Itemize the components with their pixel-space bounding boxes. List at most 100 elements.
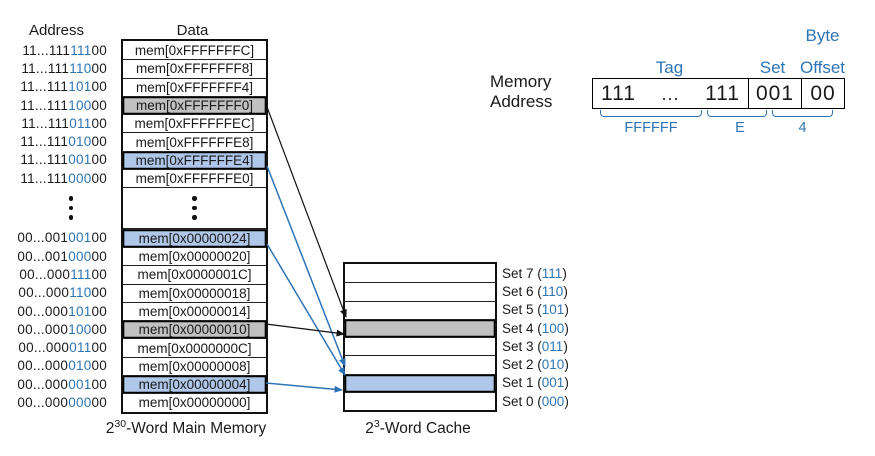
caption-base: 2 [105, 420, 115, 438]
set-label: Set 0 (000) [502, 392, 569, 410]
address-tag-bits: 00...000 [17, 321, 69, 337]
address-set-bits: 010 [68, 134, 92, 150]
tag-ellipsis: ... [661, 84, 680, 104]
ellipsis-dot [192, 215, 197, 220]
address-offset-bits: 00 [91, 170, 107, 186]
tag-bits-right: 111 [705, 81, 740, 105]
hex-label-offset: 4 [798, 120, 807, 136]
set-label-bits: 010 [541, 357, 565, 373]
set-label: Set 1 (001) [502, 374, 569, 392]
cache-set-row [345, 264, 495, 282]
ellipsis-dot [68, 215, 73, 220]
set-label-paren: ) [564, 357, 569, 373]
address-tag-bits: 00...001 [17, 230, 69, 246]
tag-field-label: Tag [655, 58, 684, 77]
address-offset-bits: 00 [91, 134, 107, 150]
address-tag-bits: 00...000 [17, 376, 69, 392]
memory-data-cell: mem[0x00000008] [123, 356, 266, 375]
mapping-arrow [266, 106, 347, 318]
caption-exponent: 30 [114, 418, 127, 430]
address-set-bits: 000 [68, 170, 92, 186]
ellipsis-dot [192, 196, 197, 201]
memory-data-cell: mem[0x0000001C] [123, 265, 266, 283]
memory-data-cell: mem[0xFFFFFFE4] [123, 150, 266, 170]
set-field-cell: 001 [748, 79, 801, 108]
memory-data-cell: mem[0x00000020] [123, 246, 266, 265]
address-offset-bits: 00 [91, 303, 107, 319]
address-tag-bits: 00...000 [17, 394, 69, 410]
memory-data-cell: mem[0xFFFFFFEC] [123, 114, 266, 132]
address-tag-bits: 11...111 [21, 60, 70, 76]
ellipsis-dot [68, 196, 73, 201]
hex-label-tag: FFFFFF [624, 120, 678, 136]
address-column-header: Address [28, 22, 85, 39]
ellipsis-dot [68, 205, 73, 211]
address-set-bits: 001 [68, 230, 92, 246]
set-label-name: Set 6 ( [502, 283, 542, 299]
set-label-name: Set 1 ( [502, 375, 542, 391]
address-tag-bits: 00...000 [18, 285, 70, 301]
cache-set-row [345, 337, 495, 355]
address-tag-bits: 11...111 [20, 170, 69, 186]
data-column-header: Data [176, 22, 209, 39]
set-label-paren: ) [564, 375, 569, 391]
address-offset-bits: 00 [91, 340, 107, 356]
mapping-arrow [266, 243, 346, 376]
address-tag-bits: 00...000 [17, 358, 69, 374]
set-label-paren: ) [562, 265, 567, 281]
address-tag-bits: 11...111 [20, 97, 69, 113]
address-set-bits: 111 [70, 42, 92, 58]
offset-hex-brace [772, 110, 833, 117]
set-label: Set 2 (010) [502, 355, 569, 373]
memory-address-field-box: 111 ... 111 001 00 [592, 78, 845, 109]
set-label-bits: 100 [541, 320, 565, 336]
address-set-bits: 000 [68, 394, 92, 410]
address-offset-bits: 00 [91, 266, 107, 282]
offset-bits: 00 [810, 81, 836, 105]
cache-set-row [345, 318, 495, 338]
address-offset-bits: 00 [91, 60, 107, 76]
set-label-name: Set 3 ( [502, 338, 542, 354]
caption-base: 2 [365, 420, 374, 438]
memory-data-cell: mem[0xFFFFFFFC] [134, 42, 255, 58]
address-set-bits: 110 [69, 285, 92, 301]
set-label-name: Set 7 ( [502, 265, 542, 281]
set-label: Set 3 (011) [502, 337, 569, 355]
cache-caption: 23-Word Cache [343, 418, 493, 438]
memory-data-cell: mem[0x00000014] [123, 301, 266, 320]
memory-address-label-line2: Address [490, 92, 553, 111]
address-set-bits: 011 [69, 115, 92, 131]
address-tag-bits: 11...111 [22, 42, 71, 58]
set-field-label: Set [759, 58, 786, 77]
address-offset-bits: 00 [91, 79, 107, 95]
address-set-bits: 110 [69, 60, 92, 76]
set-label: Set 4 (100) [502, 319, 569, 337]
address-set-bits: 001 [68, 152, 92, 168]
set-label-name: Set 5 ( [502, 302, 542, 318]
set-label-name: Set 2 ( [502, 357, 542, 373]
set-label-paren: ) [564, 302, 569, 318]
address-set-bits: 101 [68, 303, 92, 319]
offset-field-cell: 00 [801, 79, 844, 108]
address-offset-bits: 00 [91, 376, 107, 392]
set-label-paren: ) [564, 320, 569, 336]
middle-hex-brace [707, 110, 767, 117]
address-offset-bits: 00 [91, 97, 107, 113]
vertical-ellipsis [192, 196, 197, 220]
tag-bits-left: 111 [601, 81, 636, 105]
address-set-bits: 001 [68, 376, 92, 392]
address-offset-bits: 00 [91, 230, 107, 246]
address-offset-bits: 00 [91, 115, 107, 131]
tag-field-cell: 111 ... 111 [593, 79, 748, 108]
caption-rest: -Word Cache [379, 420, 471, 438]
